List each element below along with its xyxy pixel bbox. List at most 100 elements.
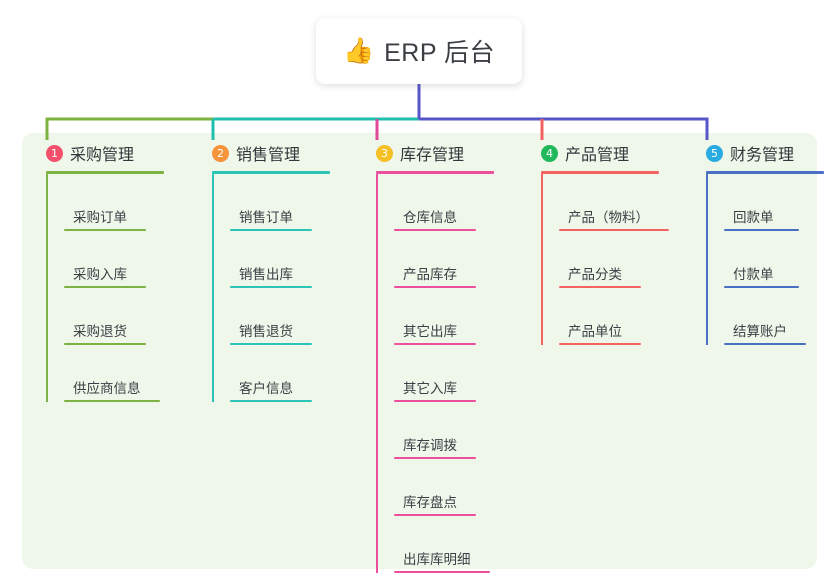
list-item-underline	[230, 286, 312, 288]
list-item-label: 仓库信息	[403, 210, 457, 225]
list-item-underline	[559, 229, 669, 231]
list-item[interactable]: 出库库明细	[394, 516, 514, 571]
list-item-label: 回款单	[733, 210, 774, 225]
root-node[interactable]: 👍 ERP 后台	[316, 18, 522, 84]
list-item[interactable]: 采购订单	[64, 174, 184, 229]
list-item-label: 客户信息	[239, 381, 293, 396]
list-item-underline	[64, 286, 146, 288]
list-item-label: 出库库明细	[403, 552, 471, 567]
list-item[interactable]: 结算账户	[724, 288, 819, 343]
column-header[interactable]: 1 采购管理	[34, 140, 184, 166]
list-item-underline	[394, 571, 490, 573]
list-item-underline	[230, 400, 312, 402]
column-items: 产品（物料） 产品分类产品单位	[541, 174, 684, 345]
list-item-underline	[64, 400, 160, 402]
column-items: 仓库信息产品库存其它出库其它入库库存调拨库存盘点出库库明细	[376, 174, 514, 573]
list-item[interactable]: 产品单位	[559, 288, 684, 343]
list-item-underline	[64, 229, 146, 231]
list-item-underline	[394, 343, 476, 345]
list-item[interactable]: 产品分类	[559, 231, 684, 286]
list-item-underline	[394, 286, 476, 288]
column-items: 采购订单采购入库采购退货供应商信息	[46, 174, 184, 402]
column-number-badge: 5	[706, 144, 723, 162]
list-item-label: 采购入库	[73, 267, 127, 282]
column-header-underline	[212, 171, 330, 174]
column-number-badge: 1	[46, 144, 63, 162]
root-title: ERP 后台	[384, 39, 496, 67]
list-item-label: 销售订单	[239, 210, 293, 225]
column-2: 2 销售管理销售订单销售出库销售退货客户信息	[200, 140, 350, 402]
list-item-label: 销售退货	[239, 324, 293, 339]
thumbs-up-icon: 👍	[342, 36, 375, 65]
column-3: 3 库存管理仓库信息产品库存其它出库其它入库库存调拨库存盘点出库库明细	[364, 140, 514, 573]
column-header-underline	[541, 171, 659, 174]
list-item[interactable]: 产品库存	[394, 231, 514, 286]
list-item[interactable]: 销售退货	[230, 288, 350, 343]
list-item[interactable]: 库存调拨	[394, 402, 514, 457]
column-4: 4 产品管理产品（物料） 产品分类产品单位	[529, 140, 684, 345]
list-item[interactable]: 其它入库	[394, 345, 514, 400]
column-title: 采购管理	[70, 147, 135, 164]
column-number-badge: 2	[212, 144, 229, 162]
column-title: 产品管理	[565, 147, 630, 164]
column-rail	[541, 174, 543, 345]
list-item-label: 其它出库	[403, 324, 457, 339]
column-header[interactable]: 3 库存管理	[364, 140, 514, 166]
list-item-underline	[64, 343, 146, 345]
column-title: 库存管理	[400, 147, 465, 164]
column-title: 财务管理	[730, 147, 795, 164]
column-rail	[46, 174, 48, 402]
column-rail	[212, 174, 214, 402]
list-item-label: 其它入库	[403, 381, 457, 396]
column-header-underline	[46, 171, 164, 174]
list-item-label: 产品库存	[403, 267, 457, 282]
list-item-underline	[394, 400, 476, 402]
list-item[interactable]: 采购退货	[64, 288, 184, 343]
list-item-label: 采购订单	[73, 210, 127, 225]
list-item[interactable]: 仓库信息	[394, 174, 514, 229]
list-item-label: 供应商信息	[73, 381, 141, 396]
list-item[interactable]: 产品（物料）	[559, 174, 684, 229]
list-item-underline	[394, 229, 476, 231]
list-item-label: 库存盘点	[403, 495, 457, 510]
list-item-label: 采购退货	[73, 324, 127, 339]
column-header[interactable]: 4 产品管理	[529, 140, 684, 166]
list-item[interactable]: 销售出库	[230, 231, 350, 286]
list-item-underline	[559, 286, 641, 288]
list-item-underline	[230, 343, 312, 345]
list-item[interactable]: 采购入库	[64, 231, 184, 286]
column-items: 回款单付款单结算账户	[706, 174, 819, 345]
column-header[interactable]: 5 财务管理	[694, 140, 819, 166]
column-header-underline	[706, 171, 824, 174]
list-item-label: 销售出库	[239, 267, 293, 282]
list-item-underline	[724, 286, 799, 288]
column-rail	[376, 174, 378, 573]
list-item[interactable]: 库存盘点	[394, 459, 514, 514]
column-5: 5 财务管理回款单付款单结算账户	[694, 140, 824, 345]
list-item[interactable]: 销售订单	[230, 174, 350, 229]
list-item[interactable]: 其它出库	[394, 288, 514, 343]
diagram-panel	[22, 133, 817, 569]
list-item-label: 库存调拨	[403, 438, 457, 453]
column-header-underline	[376, 171, 494, 174]
list-item-underline	[724, 343, 806, 345]
list-item-underline	[394, 457, 476, 459]
list-item[interactable]: 客户信息	[230, 345, 350, 400]
column-header[interactable]: 2 销售管理	[200, 140, 350, 166]
list-item-underline	[394, 514, 476, 516]
column-items: 销售订单销售出库销售退货客户信息	[212, 174, 350, 402]
list-item-underline	[559, 343, 641, 345]
list-item-underline	[724, 229, 799, 231]
column-rail	[706, 174, 708, 345]
column-title: 销售管理	[236, 147, 301, 164]
list-item[interactable]: 供应商信息	[64, 345, 184, 400]
column-number-badge: 4	[541, 144, 558, 162]
column-number-badge: 3	[376, 144, 393, 162]
list-item[interactable]: 回款单	[724, 174, 819, 229]
list-item-label: 付款单	[733, 267, 774, 282]
list-item[interactable]: 付款单	[724, 231, 819, 286]
column-1: 1 采购管理采购订单采购入库采购退货供应商信息	[34, 140, 184, 402]
list-item-label: 产品单位	[568, 324, 622, 339]
list-item-label: 产品（物料）	[568, 210, 649, 225]
